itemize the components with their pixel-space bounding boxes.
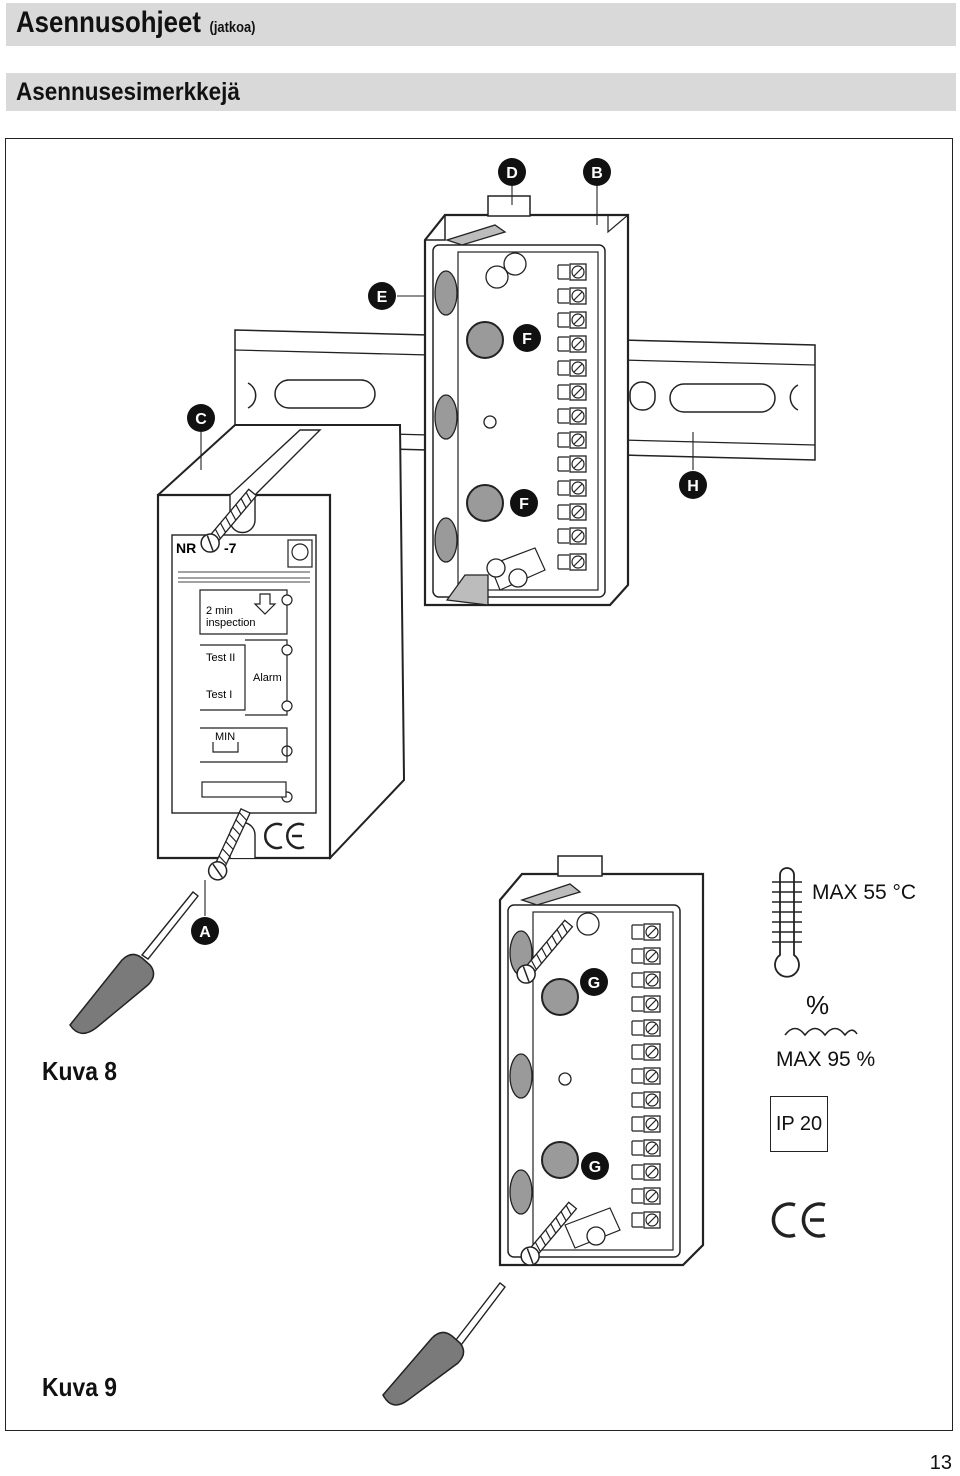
- alarm-label: Alarm: [253, 672, 282, 684]
- screwdriver-figure8: [69, 891, 199, 1034]
- page-number: 13: [929, 1452, 952, 1474]
- callout-badge-g-lower: G: [581, 1152, 609, 1180]
- ce-mark-device: [264, 822, 305, 850]
- max-humidity: MAX 95 %: [776, 1048, 876, 1071]
- test2-label: Test II: [206, 652, 235, 664]
- max-temperature: MAX 55 °C: [812, 881, 917, 904]
- callout-badge-e: E: [368, 282, 396, 310]
- callout-badge-f-upper: F: [513, 324, 541, 352]
- thermometer-icon: [772, 867, 802, 978]
- ce-mark-large: [771, 1202, 826, 1238]
- svg-text:F: F: [522, 331, 532, 348]
- ip-rating-box: IP 20: [770, 1096, 828, 1152]
- svg-text:C: C: [195, 411, 207, 428]
- callout-badge-g-upper: G: [580, 968, 608, 996]
- callout-badge-f-lower: F: [510, 489, 538, 517]
- inspection-label-line2: inspection: [206, 617, 256, 629]
- figure9-caption: Kuva 9: [42, 1372, 118, 1402]
- detector-unit: NR -7 2 min inspection Test II Test I Al…: [156, 424, 406, 884]
- svg-text:F: F: [519, 496, 529, 513]
- title-suffix: (jatkoa): [209, 19, 256, 36]
- svg-text:A: A: [199, 924, 211, 941]
- svg-text:G: G: [588, 975, 600, 992]
- figure8-caption: Kuva 8: [42, 1056, 118, 1086]
- title-bar: [6, 3, 956, 46]
- min-label: MIN: [215, 731, 235, 743]
- callout-badge-h: H: [679, 471, 707, 499]
- svg-text:D: D: [506, 165, 518, 182]
- screwdriver-figure9: [382, 1282, 506, 1406]
- callout-badge-c: C: [187, 404, 215, 432]
- callout-badge-d: D: [498, 158, 526, 186]
- page-title: Asennusohjeet (jatkoa): [16, 6, 255, 40]
- callout-badge-a: A: [191, 917, 219, 945]
- figure-frame: [5, 138, 953, 1431]
- test1-label: Test I: [206, 689, 232, 701]
- svg-text:B: B: [591, 165, 603, 182]
- device-label-left: NR: [176, 540, 196, 556]
- junction-box-upper: [423, 195, 630, 607]
- callout-badge-b: B: [583, 158, 611, 186]
- title-text: Asennusohjeet: [16, 6, 201, 39]
- device-label-right: -7: [224, 540, 237, 556]
- humidity-symbol: %: [806, 990, 830, 1020]
- svg-text:H: H: [687, 478, 699, 495]
- callout-leaders: [200, 186, 694, 916]
- inspection-label-line1: 2 min: [206, 605, 233, 617]
- ip-rating: IP 20: [775, 1112, 823, 1135]
- svg-text:E: E: [377, 289, 388, 306]
- humidity-wave-icon: [784, 1027, 858, 1037]
- svg-text:G: G: [589, 1159, 601, 1176]
- subtitle-bar: [6, 73, 956, 111]
- junction-box-lower: [498, 855, 705, 1270]
- section-subtitle: Asennusesimerkkejä: [16, 78, 240, 106]
